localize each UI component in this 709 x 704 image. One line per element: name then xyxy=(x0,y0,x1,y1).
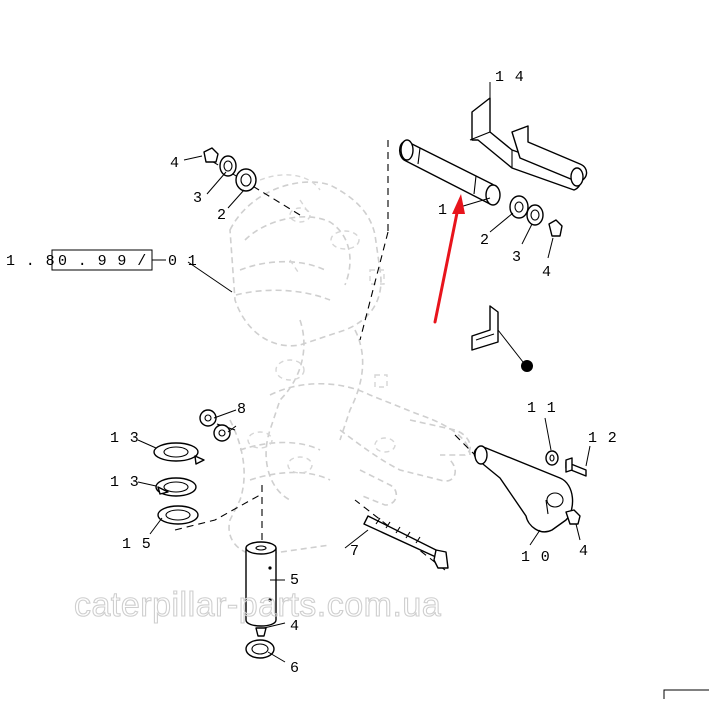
callout-2-top: 2 xyxy=(217,207,227,224)
part-8-washers xyxy=(199,409,231,442)
callout-5: 5 xyxy=(290,572,300,589)
callout-3-right: 3 xyxy=(512,249,522,266)
watermark-text: caterpillar-parts.com.ua xyxy=(74,586,441,624)
callout-12: 1 2 xyxy=(588,430,618,447)
reference-suffix: 0 1 xyxy=(168,253,198,270)
callout-13-b: 1 3 xyxy=(110,474,140,491)
part-11-12-fasteners xyxy=(545,450,587,525)
leader-lines xyxy=(137,82,591,663)
assembly-lines xyxy=(174,140,476,571)
callout-4-right: 4 xyxy=(542,264,552,281)
callout-6: 6 xyxy=(290,660,300,677)
part-7-bolt xyxy=(363,515,449,569)
callout-labels: 1 4 1 4 3 2 2 3 4 8 1 1 1 2 1 3 1 3 1 5 … xyxy=(110,69,618,677)
part-14-bracket xyxy=(469,97,588,191)
corner-frame-mark xyxy=(663,689,709,699)
reference-label: 1 . 8 0 . 9 9 / 0 1 xyxy=(6,249,198,271)
callout-11: 1 1 xyxy=(527,400,557,417)
ghost-housing xyxy=(228,174,471,556)
pin-hardware-left xyxy=(203,147,257,192)
part-5-pin xyxy=(245,541,277,637)
callout-7: 7 xyxy=(350,543,360,560)
part-10-arm xyxy=(473,445,574,533)
callout-1: 1 xyxy=(438,202,448,219)
callout-13-a: 1 3 xyxy=(110,430,140,447)
callout-4-bolt: 4 xyxy=(579,543,589,560)
plate-bracket xyxy=(471,305,533,372)
callout-3-top: 3 xyxy=(193,190,203,207)
part-1-pin xyxy=(398,139,501,206)
reference-boxed-code: 0 . 9 9 / xyxy=(58,253,147,270)
callout-4-bottom: 4 xyxy=(290,618,300,635)
part-6-ring xyxy=(245,639,275,659)
pin-hardware-right xyxy=(509,195,563,237)
callout-8: 8 xyxy=(237,401,247,418)
highlight-arrow xyxy=(433,194,465,324)
callout-14: 1 4 xyxy=(495,69,525,86)
callout-10: 1 0 xyxy=(521,549,551,566)
callout-15: 1 5 xyxy=(122,536,152,553)
callout-2-right: 2 xyxy=(480,232,490,249)
part-13-15-rings xyxy=(153,442,205,525)
reference-prefix: 1 . 8 xyxy=(6,253,56,270)
callout-4-top: 4 xyxy=(170,155,180,172)
